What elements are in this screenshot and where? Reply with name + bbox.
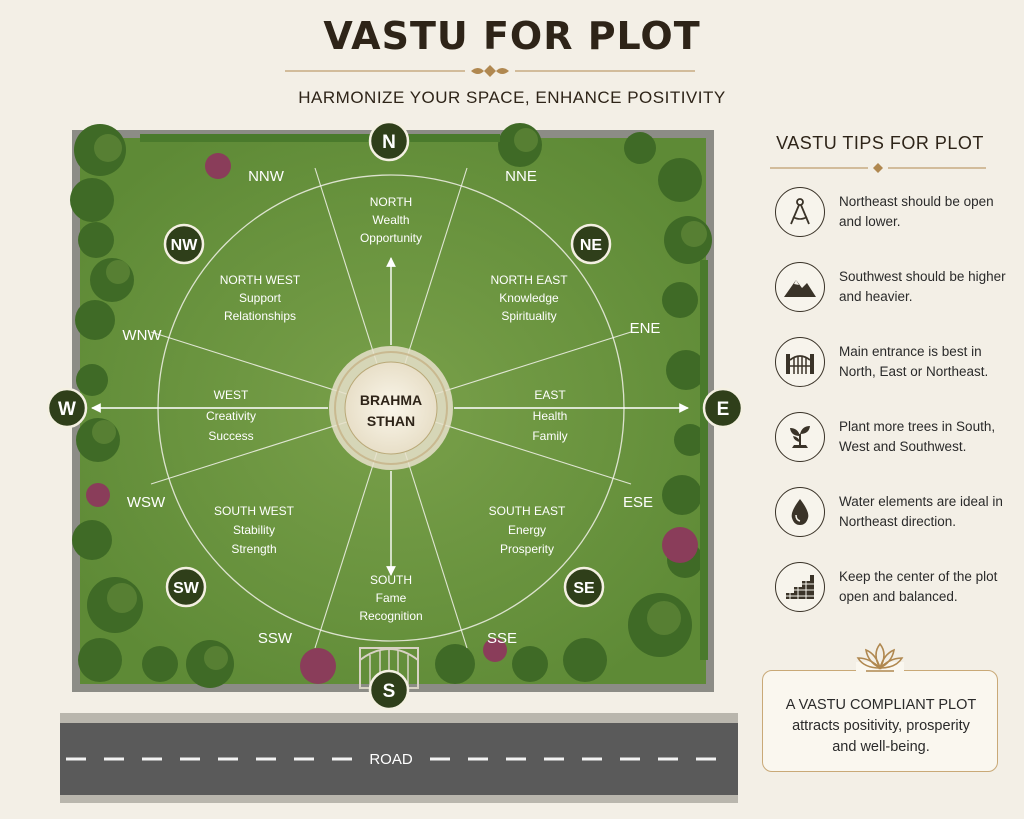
brahma-sthan-center: BRAHMA STHAN xyxy=(329,346,453,470)
boundary-trees xyxy=(70,123,712,688)
svg-text:W: W xyxy=(58,399,76,420)
cardinal-arrows xyxy=(91,257,689,576)
tip-item: Water elements are ideal in Northeast di… xyxy=(775,487,1020,541)
zone-southeast-line1: Energy xyxy=(508,523,546,537)
label-nne: NNE xyxy=(505,168,537,185)
note-line-3: and well-being. xyxy=(832,739,930,755)
badge-s: S xyxy=(368,669,410,711)
zone-north-name: NORTH xyxy=(370,195,412,209)
tip-item: Southwest should be higher and heavier. xyxy=(775,262,1020,316)
plot-diagram: BRAHMA STHAN NORTH Wealth Opportunity NO… xyxy=(46,120,744,803)
zone-east-name: EAST xyxy=(534,388,566,402)
zone-southwest-name: SOUTH WEST xyxy=(214,504,295,518)
plant-icon xyxy=(775,412,825,462)
title-divider xyxy=(285,65,695,77)
zone-northwest-name: NORTH WEST xyxy=(220,273,301,287)
road-label: ROAD xyxy=(369,751,413,768)
badge-nw: NW xyxy=(163,223,205,265)
sthan-label: STHAN xyxy=(367,413,415,429)
zone-southwest-line1: Stability xyxy=(233,523,275,537)
badge-w: W xyxy=(46,387,88,429)
svg-text:S: S xyxy=(383,681,396,702)
tip-text: Southwest should be higher and heavier. xyxy=(839,269,1006,304)
gate-icon xyxy=(775,337,825,387)
tip-item: Keep the center of the plot open and bal… xyxy=(775,562,1020,616)
compass-icon xyxy=(775,187,825,237)
page-subtitle: HARMONIZE YOUR SPACE, ENHANCE POSITIVITY xyxy=(298,88,726,107)
label-wsw: WSW xyxy=(127,494,166,511)
svg-text:SW: SW xyxy=(173,580,200,597)
label-nnw: NNW xyxy=(248,168,285,185)
zone-north-line2: Opportunity xyxy=(360,231,422,245)
zone-northeast-name: NORTH EAST xyxy=(490,273,568,287)
zone-northwest-line2: Relationships xyxy=(224,309,296,323)
label-ene: ENE xyxy=(630,320,661,337)
zone-south-name: SOUTH xyxy=(370,573,412,587)
label-sse: SSE xyxy=(487,630,517,647)
badge-n: N xyxy=(368,120,410,162)
mountain-icon xyxy=(775,262,825,312)
zone-west-name: WEST xyxy=(214,388,249,402)
badge-sw: SW xyxy=(165,566,207,608)
tips-divider xyxy=(770,163,986,173)
lotus-icon xyxy=(856,642,904,676)
badge-ne: NE xyxy=(570,223,612,265)
road: ROAD xyxy=(60,713,738,803)
zone-south-line1: Fame xyxy=(376,591,407,605)
zone-southeast-line2: Prosperity xyxy=(500,542,554,556)
tip-item: Plant more trees in South, West and Sout… xyxy=(775,412,1020,466)
badge-e: E xyxy=(702,387,744,429)
note-line-1: A VASTU COMPLIANT PLOT xyxy=(785,697,977,713)
summary-note: A VASTU COMPLIANT PLOT attracts positivi… xyxy=(762,670,998,772)
zone-southwest-line2: Strength xyxy=(231,542,276,556)
water-drop-icon xyxy=(775,487,825,537)
zone-northwest-line1: Support xyxy=(239,291,282,305)
label-ese: ESE xyxy=(623,494,653,511)
zone-southeast-name: SOUTH EAST xyxy=(489,504,566,518)
stairs-icon xyxy=(775,562,825,612)
svg-text:NE: NE xyxy=(580,237,603,254)
zone-west-line2: Success xyxy=(208,429,253,443)
svg-text:N: N xyxy=(382,132,396,153)
zone-northeast-line1: Knowledge xyxy=(499,291,559,305)
tip-item: Northeast should be open and lower. xyxy=(775,187,1020,241)
zone-north-line1: Wealth xyxy=(372,213,409,227)
badge-se: SE xyxy=(563,566,605,608)
tip-text: Water elements are ideal in Northeast di… xyxy=(839,494,1003,529)
tips-title: VASTU TIPS FOR PLOT xyxy=(776,133,984,153)
brahma-label: BRAHMA xyxy=(360,392,422,408)
svg-text:SE: SE xyxy=(573,580,595,597)
note-line-2: attracts positivity, prosperity xyxy=(792,718,970,734)
tip-text: Plant more trees in South, West and Sout… xyxy=(839,419,996,454)
label-wnw: WNW xyxy=(122,327,162,344)
tip-text: Keep the center of the plot open and bal… xyxy=(839,569,998,604)
zone-west-line1: Creativity xyxy=(206,409,256,423)
zone-east-line2: Family xyxy=(532,429,567,443)
tip-item: Main entrance is best in North, East or … xyxy=(775,337,1020,391)
tip-text: Main entrance is best in North, East or … xyxy=(839,344,989,379)
label-ssw: SSW xyxy=(258,630,293,647)
tip-text: Northeast should be open and lower. xyxy=(839,194,994,229)
zone-south-line2: Recognition xyxy=(359,609,422,623)
zone-east-line1: Health xyxy=(533,409,568,423)
svg-text:E: E xyxy=(717,399,730,420)
svg-text:NW: NW xyxy=(171,237,199,254)
zone-northeast-line2: Spirituality xyxy=(501,309,556,323)
page-title: VASTU FOR PLOT xyxy=(323,14,701,58)
